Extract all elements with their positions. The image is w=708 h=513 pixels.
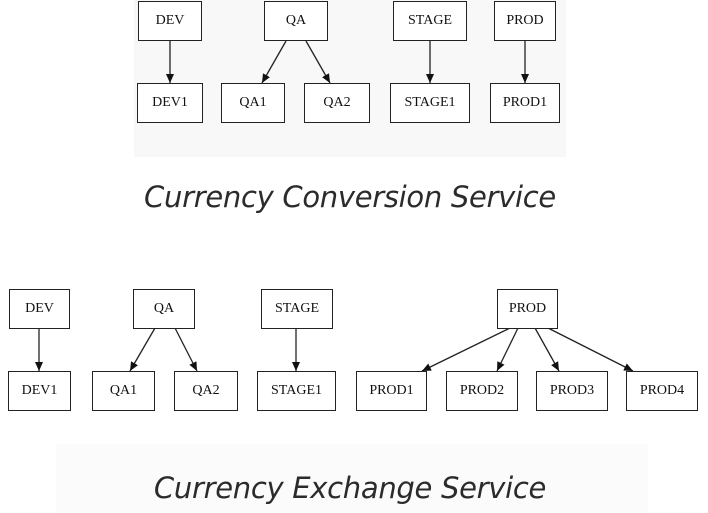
- edge-prod-prod3-b: [534, 327, 560, 372]
- node-qa1-b: QA1: [92, 371, 155, 411]
- bottom-caption-panel: [56, 444, 648, 513]
- node-qa2-b: QA2: [174, 371, 238, 411]
- node-qa1: QA1: [221, 83, 285, 123]
- node-dev1-b: DEV1: [8, 371, 71, 411]
- node-prod-b: PROD: [497, 289, 558, 329]
- node-stage1-b: STAGE1: [257, 371, 336, 411]
- edge-prod-prod1-b: [421, 327, 511, 372]
- node-prod1-b: PROD1: [356, 371, 427, 411]
- node-prod3-b: PROD3: [536, 371, 608, 411]
- node-dev: DEV: [138, 1, 202, 41]
- edge-prod-prod2-b: [496, 327, 519, 372]
- node-dev-b: DEV: [9, 289, 70, 329]
- node-prod: PROD: [494, 1, 556, 41]
- node-prod2-b: PROD2: [446, 371, 518, 411]
- node-prod1: PROD1: [490, 83, 560, 123]
- edge-qa-qa2-b: [174, 327, 198, 372]
- edge-qa-qa1: [261, 40, 287, 84]
- node-stage1: STAGE1: [390, 83, 470, 123]
- edge-qa-qa1-b: [129, 327, 156, 372]
- node-stage-b: STAGE: [261, 289, 333, 329]
- edge-qa-qa2: [305, 40, 331, 84]
- node-dev1: DEV1: [137, 83, 203, 123]
- node-prod4-b: PROD4: [626, 371, 698, 411]
- node-qa2: QA2: [304, 83, 370, 123]
- node-qa-b: QA: [133, 289, 195, 329]
- node-qa: QA: [264, 1, 328, 41]
- caption-currency-conversion-service: Currency Conversion Service: [144, 180, 556, 214]
- edge-prod-prod4-b: [547, 327, 634, 372]
- caption-currency-exchange-service: Currency Exchange Service: [153, 471, 547, 505]
- node-stage: STAGE: [393, 1, 467, 41]
